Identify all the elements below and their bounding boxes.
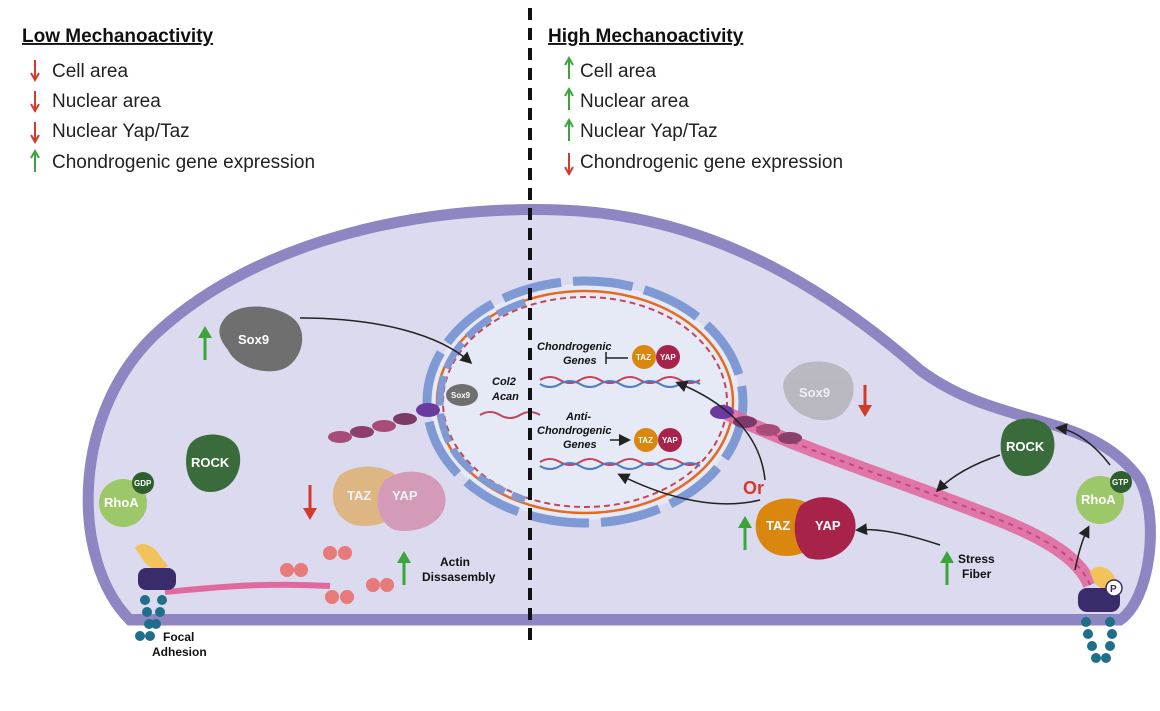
anti-genes-label-2: Chondrogenic [537,425,612,437]
actin-up-arrow [397,551,411,585]
right-item-4: Chondrogenic gene expression [564,152,843,177]
left-item-1-text: Cell area [52,61,128,82]
short-fiber-left [164,581,331,595]
rock-to-fiber-arrow [935,454,1001,493]
left-header: Low Mechanoactivity [22,26,214,47]
or-label: Or [743,478,764,498]
taz-label-right: TAZ [766,518,790,533]
sox9-up-arrow-left [198,326,212,360]
rhoa-label-left: RhoA [104,495,139,510]
sox9-nuclear-label: Sox9 [451,391,471,400]
tazyap-down-arrow-left [303,485,317,520]
actin-chain-left [328,403,440,443]
chondro-genes-label-2: Genes [563,355,597,367]
stress-label-2: Fiber [962,567,992,581]
actin-fragments [280,546,394,604]
rock-protein-left: ROCK [186,434,241,492]
rock-protein-right: ROCK [1000,418,1055,476]
left-list: Cell area Nuclear area Nuclear Yap/Taz C… [30,60,315,173]
sox9-protein-left: Sox9 [219,306,303,372]
rock-label-right: ROCK [1006,439,1045,454]
tazyap-up-arrow-right [738,516,752,550]
focal-adhesion-right: P [1078,566,1123,663]
yap-nuclear-lower-label: YAP [662,436,678,445]
left-item-3: Nuclear Yap/Taz [30,121,190,145]
actin-label-2: Dissasembly [422,570,496,584]
right-item-4-text: Chondrogenic gene expression [580,152,843,173]
fiber-to-tazyap-arrow [855,523,941,546]
taz-nuclear-lower-label: TAZ [638,436,653,445]
rhoa-to-rock-arrow [1055,423,1111,466]
rhoa-protein-left: RhoA GDP [99,472,154,527]
sox9-label-left: Sox9 [238,332,269,347]
tazyap-to-chondro-arrow [675,380,766,481]
sox9-nuclear-left: Sox9 [446,384,478,406]
focal-adhesion-left [135,544,176,641]
gdp-label: GDP [134,479,152,488]
right-item-3-text: Nuclear Yap/Taz [580,121,718,142]
focal-label-2: Adhesion [152,645,207,659]
right-header: High Mechanoactivity [548,26,744,47]
right-item-1: Cell area [564,55,656,82]
sox9-to-nucleus-arrow [299,317,473,365]
stress-fiber-up-arrow [940,551,954,585]
rhoa-protein-right: RhoA GTP [1076,471,1132,524]
chondro-genes-label-1: Chondrogenic [537,341,612,353]
taz-yap-complex-left: TAZ YAP [332,466,446,531]
tazyap-to-anti-arrow [617,473,761,505]
actin-label-1: Actin [440,555,470,569]
right-item-1-text: Cell area [580,61,656,82]
right-list: Cell area Nuclear area Nuclear Yap/Taz C… [564,55,843,177]
phospho-label: P [1110,584,1117,595]
yap-nuclear-upper-label: YAP [660,353,676,362]
taz-label-left: TAZ [347,488,371,503]
taz-yap-nuclear-upper: TAZ YAP [632,345,680,369]
taz-yap-complex-right: TAZ YAP [755,497,856,560]
substrate-line [130,614,1120,624]
sox9-down-arrow-right [858,385,872,417]
left-item-3-text: Nuclear Yap/Taz [52,121,190,142]
focal-label-1: Focal [163,630,194,644]
right-item-3: Nuclear Yap/Taz [564,117,718,142]
anti-genes-label-1: Anti- [565,411,591,423]
sox9-protein-right: Sox9 [783,361,854,421]
left-item-4-text: Chondrogenic gene expression [52,152,315,173]
sox9-label-right: Sox9 [799,385,830,400]
gtp-label: GTP [1112,478,1129,487]
taz-yap-nuclear-lower: TAZ YAP [634,428,682,452]
actin-chain-right [710,405,802,444]
anti-genes-label-3: Genes [563,439,597,451]
yap-label-right: YAP [815,518,841,533]
nucleus [422,276,748,528]
stress-label-1: Stress [958,552,995,566]
right-item-2-text: Nuclear area [580,91,689,112]
fa-to-rhoa-arrow [1074,525,1090,571]
acan-label: Acan [491,391,519,403]
col2-label: Col2 [492,376,516,388]
yap-label-left: YAP [392,488,418,503]
left-item-2: Nuclear area [30,91,161,114]
right-item-2: Nuclear area [564,86,689,112]
rhoa-label-right: RhoA [1081,492,1116,507]
left-item-1: Cell area [30,60,128,83]
left-item-4: Chondrogenic gene expression [30,148,315,173]
left-item-2-text: Nuclear area [52,91,161,112]
taz-nuclear-upper-label: TAZ [636,353,651,362]
rock-label-left: ROCK [191,455,230,470]
